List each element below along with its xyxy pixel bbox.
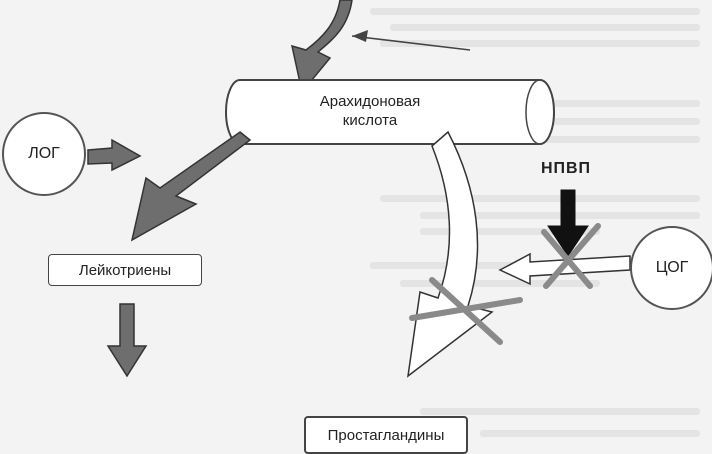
- input-arrow: [351, 30, 471, 51]
- arachidonic-acid-label: Арахидоновая кислота: [319, 93, 421, 129]
- log-label: ЛОГ: [28, 145, 60, 162]
- cog-arrow: [498, 252, 631, 286]
- top-gray-arrow: [291, 0, 353, 94]
- log-arrow: [87, 138, 142, 172]
- prostaglandins-node: Простагландины: [304, 416, 468, 454]
- nsaid-arrow: [547, 189, 589, 257]
- leukotrienes-node: Лейкотриены: [48, 254, 202, 286]
- to-prostaglandins-arrow: [406, 130, 494, 378]
- nsaid-label: НПВП: [540, 160, 592, 177]
- cog-node: ЦОГ: [630, 226, 712, 310]
- leukotrienes-label: Лейкотриены: [78, 261, 172, 279]
- log-node: ЛОГ: [2, 112, 86, 196]
- prostaglandins-label: Простагландины: [327, 426, 445, 444]
- leukotrienes-down-arrow: [106, 303, 148, 378]
- cog-inhibition-cross: [541, 223, 601, 289]
- cog-label: ЦОГ: [655, 259, 689, 276]
- arachidonic-acid-cylinder: [225, 79, 555, 145]
- to-leukotrienes-arrow: [130, 131, 252, 242]
- prostaglandin-inhibition-cross: [409, 277, 523, 345]
